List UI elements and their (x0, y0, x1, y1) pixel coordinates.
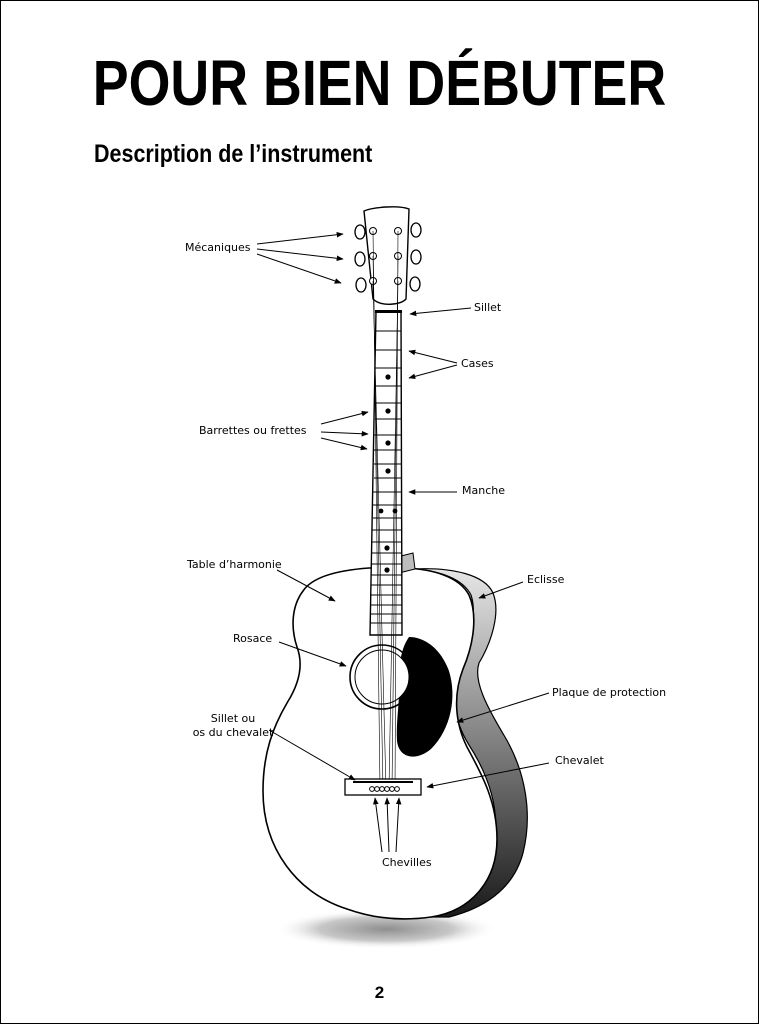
label-barrettes: Barrettes ou frettes (199, 424, 307, 437)
guitar-shadow (274, 909, 498, 949)
strings (372, 230, 399, 790)
arrow-cases-2 (408, 364, 458, 380)
label-rosace: Rosace (233, 632, 273, 645)
sound-hole-ring (349, 644, 415, 710)
sound-hole (354, 649, 410, 705)
label-chevalet: Chevalet (555, 754, 604, 767)
arrow-barrettes-2 (320, 430, 369, 437)
label-sillet-chevalet-line2: os du chevalet (192, 726, 274, 739)
label-table-harmonie: Table d’harmonie (187, 558, 282, 571)
label-manche: Manche (462, 484, 505, 497)
arrow-mecaniques-3 (256, 253, 342, 284)
label-mecaniques: Mécaniques (185, 241, 251, 254)
pickguard (396, 637, 453, 757)
arrow-rosace (278, 641, 347, 667)
arrow-mecaniques-1 (256, 231, 344, 245)
arrow-barrettes-3 (320, 437, 368, 451)
label-chevilles: Chevilles (382, 856, 432, 869)
page-subtitle: Description de l’instrument (94, 140, 373, 168)
callout-arrows (256, 231, 550, 853)
arrow-chevilles-3 (395, 797, 402, 853)
page-title: POUR BIEN DÉBUTER (92, 47, 667, 119)
page-number: 2 (374, 983, 385, 1002)
tuner-keys (354, 222, 422, 293)
arrow-sillet-chevalet (268, 729, 356, 781)
arrow-table (276, 569, 336, 602)
bridge-pins (369, 786, 400, 792)
label-plaque-protection: Plaque de protection (552, 686, 667, 699)
arrow-chevilles-1 (373, 797, 383, 853)
arrow-chevalet (426, 762, 550, 789)
nut (375, 310, 402, 313)
arrow-mecaniques-2 (256, 248, 344, 262)
label-sillet-chevalet-line1: Sillet ou (210, 712, 256, 725)
arrow-eclisse (478, 581, 524, 599)
label-eclisse: Eclisse (527, 573, 565, 586)
label-sillet-chevalet: Sillet ou os du chevalet (189, 712, 277, 740)
label-cases: Cases (461, 357, 494, 370)
arrow-plaque (456, 692, 550, 723)
arrow-cases-1 (408, 349, 458, 364)
arrow-chevilles-2 (384, 797, 391, 853)
label-sillet: Sillet (474, 301, 502, 314)
arrow-barrettes-1 (320, 410, 369, 425)
arrow-sillet (409, 307, 472, 317)
